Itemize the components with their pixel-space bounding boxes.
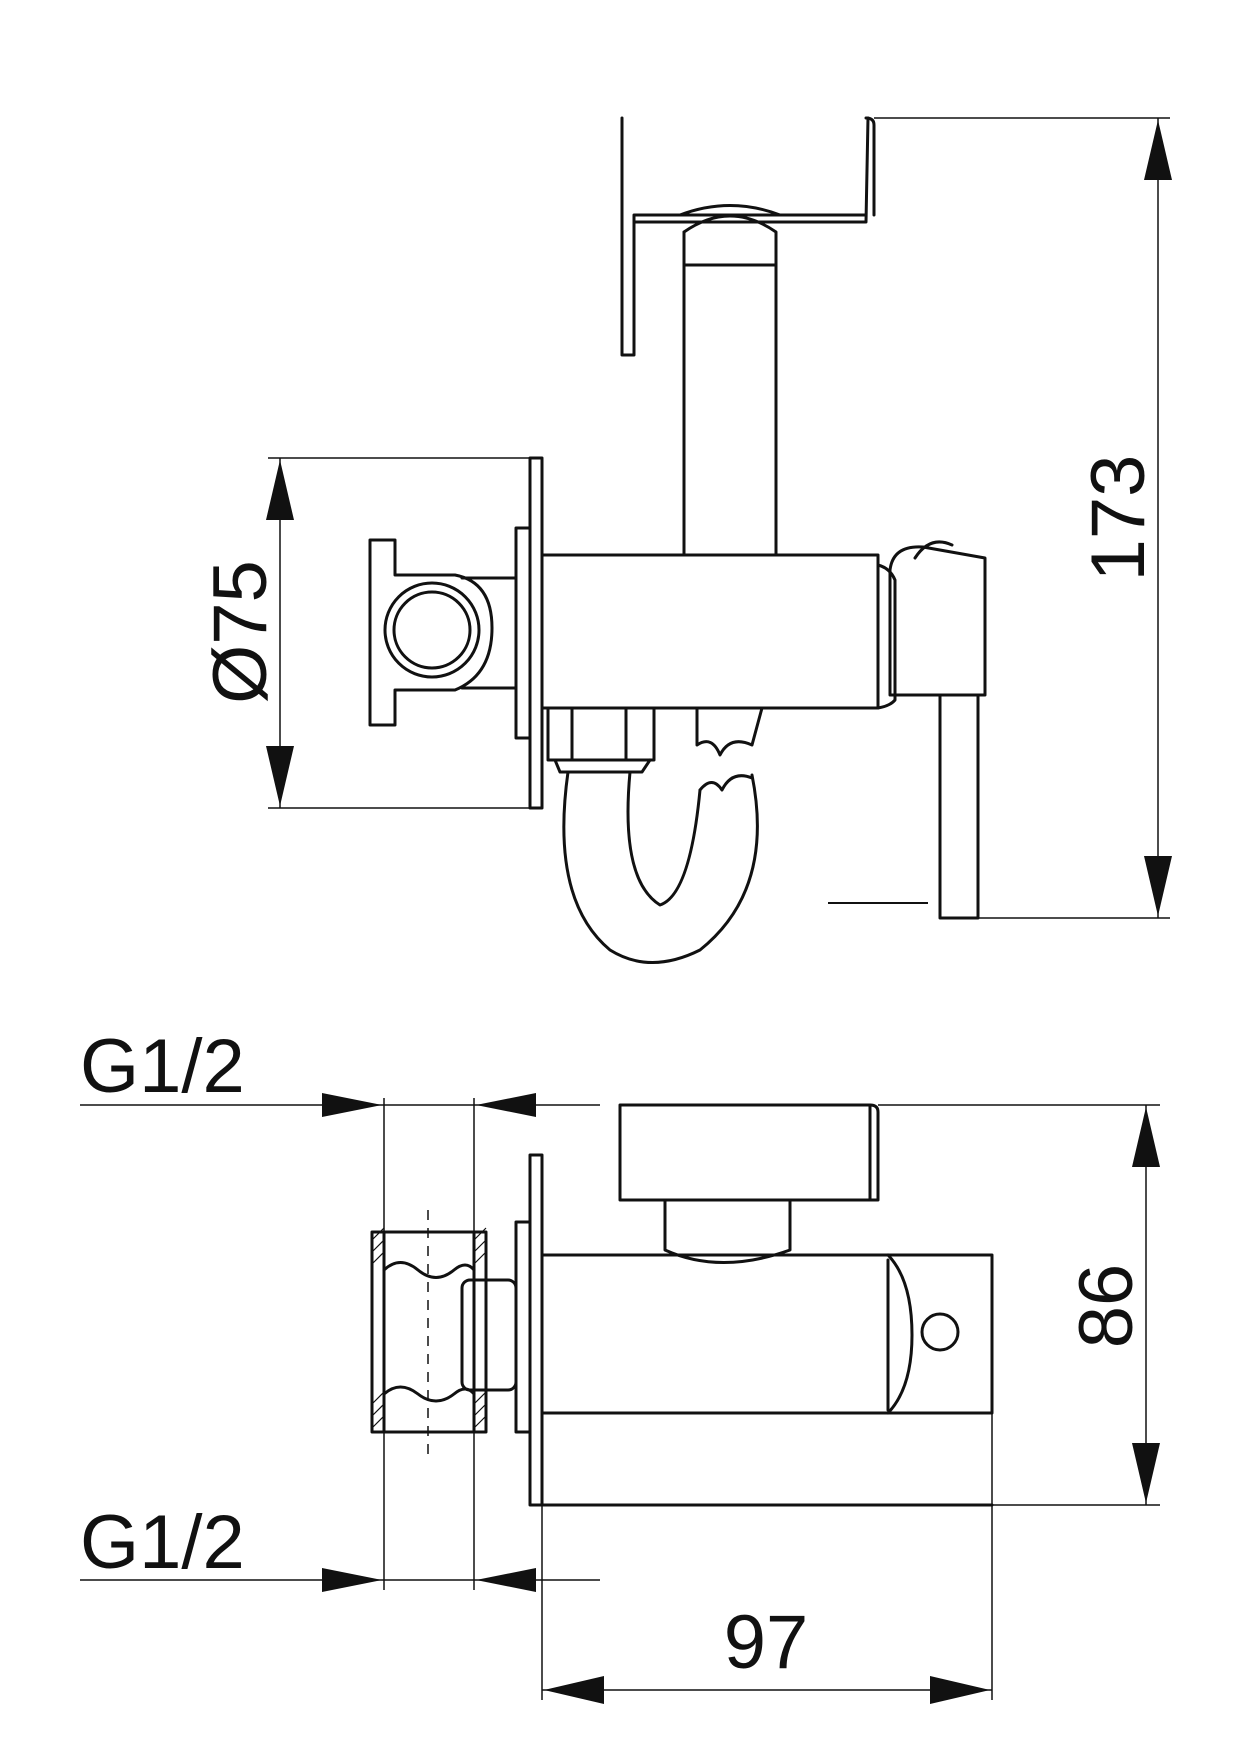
valve-body [540, 553, 897, 710]
hose-loop [562, 770, 759, 964]
head-plate [618, 1103, 880, 1264]
width-label: 97 [724, 1600, 809, 1685]
dimension-depth: 86 [878, 1104, 1160, 1506]
dimension-diameter: Ø75 [198, 457, 530, 809]
diameter-label: Ø75 [198, 560, 283, 704]
front-view: G1/2 G1/2 86 97 [80, 1024, 1160, 1704]
dimension-height: 173 [874, 117, 1172, 919]
shower-head [620, 116, 876, 557]
front-flange [514, 1153, 544, 1507]
wall-bracket [368, 538, 518, 727]
depth-label: 86 [1064, 1264, 1149, 1349]
front-body [540, 1253, 994, 1507]
thread-bottom-label: G1/2 [80, 1500, 245, 1585]
hose-nut [546, 706, 764, 774]
lever-handle [828, 540, 987, 920]
height-label: 173 [1076, 455, 1161, 582]
wall-flange [514, 456, 544, 810]
threaded-connector [370, 1210, 518, 1460]
thread-top-label: G1/2 [80, 1024, 245, 1109]
dimension-width: 97 [541, 1413, 993, 1704]
side-view: Ø75 173 [198, 116, 1172, 964]
dimension-threads: G1/2 G1/2 [80, 1024, 600, 1592]
